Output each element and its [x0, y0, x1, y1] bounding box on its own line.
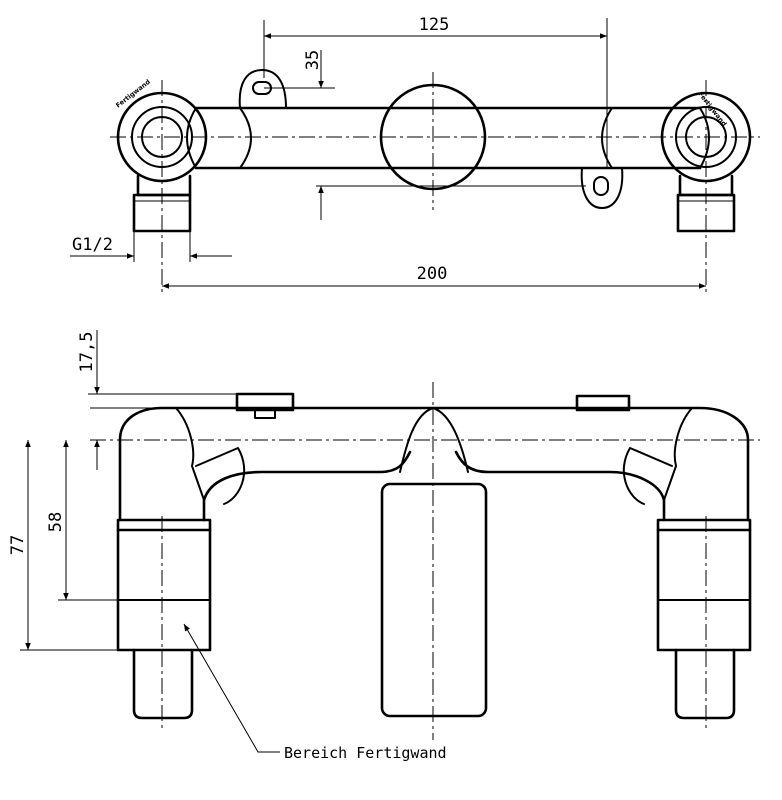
dim-125-text: 125 — [419, 15, 450, 35]
top-right-lug-slot — [593, 176, 609, 196]
front-left-pipe — [132, 648, 194, 720]
front-left-tab-stem — [254, 409, 276, 419]
front-center-cylinder — [380, 482, 488, 718]
top-body-bar — [194, 106, 702, 170]
front-left-housing — [116, 518, 212, 652]
front-right-tab — [575, 394, 631, 412]
finish-wall-label: Bereich Fertigwand — [284, 744, 447, 762]
top-right-thread — [676, 193, 736, 233]
dim-58-text: 58 — [46, 512, 66, 532]
finish-wall-leader — [183, 623, 280, 753]
top-left-thread — [132, 193, 192, 233]
top-left-lug — [238, 69, 287, 109]
top-right-lug — [580, 167, 624, 209]
front-body-outline — [118, 406, 750, 522]
dim-200-text: 200 — [417, 264, 448, 284]
top-body-transitions — [239, 107, 613, 169]
top-view: Fertigwand Fertigwand 125 35 G1/2 200 — [70, 15, 760, 296]
front-right-pipe — [674, 648, 736, 720]
dim-175-text: 17,5 — [77, 332, 97, 373]
top-body-ends — [186, 107, 710, 169]
front-right-housing — [656, 518, 752, 652]
front-left-elbow — [175, 407, 246, 505]
dim-77-text: 77 — [8, 535, 28, 555]
front-right-elbow — [622, 407, 693, 505]
front-body-bottom — [202, 450, 666, 522]
front-view: 17,5 58 77 Bereich Fertigwand — [8, 330, 760, 762]
dim-g12-text: G1/2 — [72, 235, 113, 255]
dim-35-text: 35 — [303, 50, 323, 70]
front-center-neck — [399, 407, 469, 473]
